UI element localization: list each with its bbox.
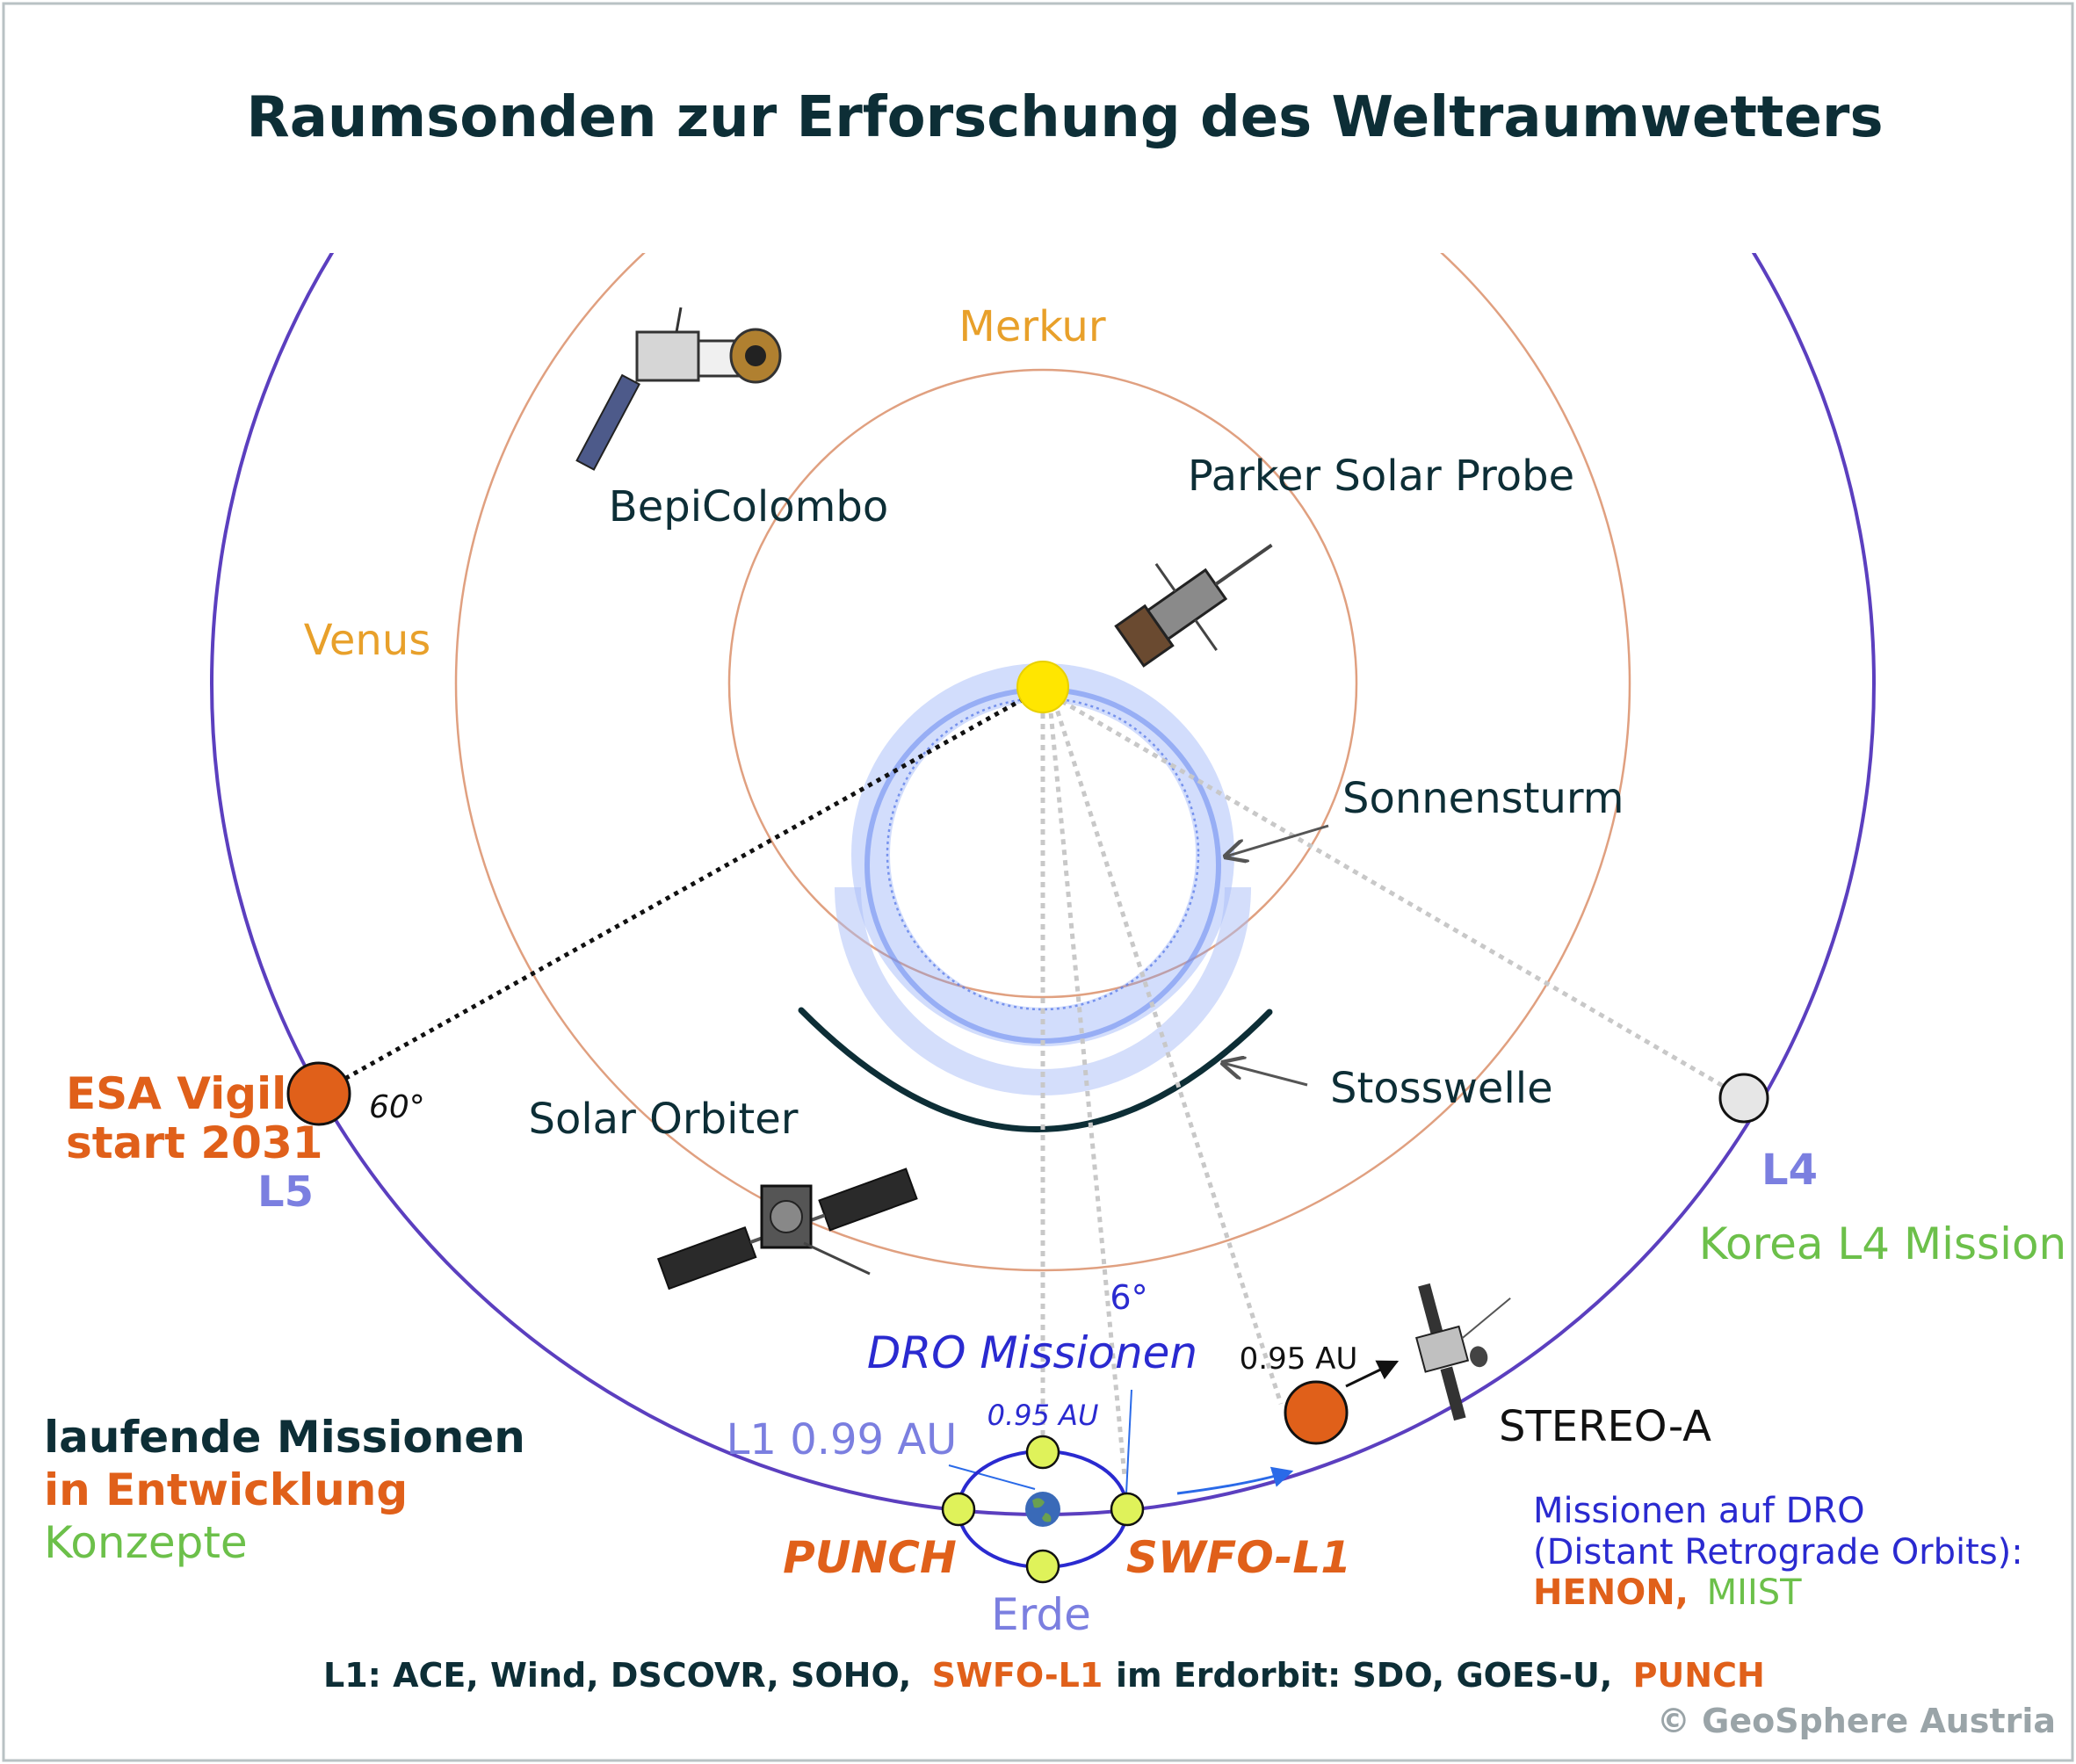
- parker-spacecraft: [1114, 543, 1273, 668]
- dro-distance-label: 0.95 AU: [987, 1399, 1099, 1432]
- henon-label: HENON,: [1533, 1572, 1689, 1613]
- dro-info-missions: HENON, MIIST: [1533, 1572, 1802, 1613]
- shock-wave: [798, 1007, 1273, 1132]
- sun-l5-line: [316, 691, 1034, 1096]
- legend-concepts: Konzepte: [44, 1517, 248, 1568]
- sun: [1016, 661, 1069, 713]
- dro-pointer: [1125, 1389, 1132, 1494]
- stereo-distance-label: 0.95 AU: [1240, 1341, 1358, 1377]
- page-title: Raumsonden zur Erforschung des Weltraumw…: [246, 85, 1883, 150]
- orbit-direction-arrow: [1176, 1466, 1294, 1495]
- stereo-a-arrow: [1345, 1360, 1400, 1388]
- dro-satellite-top: [1025, 1435, 1060, 1470]
- bepicolombo-spacecraft: [575, 307, 782, 471]
- earth-angle-label: 6°: [1110, 1278, 1147, 1317]
- l4-marker: [1718, 1073, 1769, 1124]
- sun-l4-line: [1051, 693, 1746, 1101]
- miist-label: MIIST: [1707, 1572, 1802, 1613]
- punch-satellite: [941, 1492, 976, 1527]
- earth-label: Erde: [991, 1589, 1091, 1640]
- dro-info-line2: (Distant Retrograde Orbits):: [1533, 1532, 2023, 1572]
- footer-l1-line: L1: ACE, Wind, DSCOVR, SOHO, SWFO-L1: [323, 1656, 1103, 1695]
- stereo-a-marker: [1284, 1380, 1349, 1445]
- l5-label: L5: [257, 1168, 314, 1217]
- l4-label: L4: [1761, 1146, 1818, 1195]
- parker-label: Parker Solar Probe: [1188, 452, 1574, 501]
- punch-label: PUNCH: [783, 1532, 957, 1583]
- solar-orbiter-spacecraft: [656, 1168, 918, 1290]
- shock-wave-label: Stosswelle: [1330, 1064, 1553, 1113]
- solar-storm-arrow: [1226, 824, 1329, 857]
- footer-orbit-list: im Erdorbit: SDO, GOES-U,: [1116, 1656, 1612, 1695]
- copyright: © GeoSphere Austria: [1657, 1702, 2056, 1740]
- legend-running: laufende Missionen: [44, 1412, 525, 1463]
- venus-label: Venus: [304, 616, 431, 665]
- swfo-satellite: [1110, 1492, 1145, 1527]
- solar-storm-label: Sonnensturm: [1342, 774, 1624, 823]
- mercury-orbit: [727, 368, 1358, 999]
- dro-satellite-bottom: [1025, 1549, 1060, 1584]
- footer-l1-list: L1: ACE, Wind, DSCOVR, SOHO,: [323, 1656, 911, 1695]
- shock-wave-arrow: [1223, 1063, 1308, 1087]
- venus-orbit: [454, 253, 1631, 1272]
- mercury-label: Merkur: [958, 302, 1105, 351]
- dro-info-line1: Missionen auf DRO: [1533, 1491, 1865, 1531]
- esa-vigil-label: ESA Vigil: [66, 1068, 286, 1119]
- footer-l1-dev: SWFO-L1: [932, 1656, 1103, 1695]
- l5-angle-label: 60°: [369, 1089, 425, 1125]
- l1-pointer: [948, 1464, 1036, 1490]
- l1-label: L1 0.99 AU: [727, 1415, 958, 1464]
- korea-l4-label: Korea L4 Mission: [1699, 1218, 2067, 1269]
- dro-title: DRO Missionen: [867, 1327, 1197, 1378]
- footer-orbit-line: im Erdorbit: SDO, GOES-U, PUNCH: [1116, 1656, 1765, 1695]
- legend-development: in Entwicklung: [44, 1464, 408, 1515]
- swfo-label: SWFO-L1: [1126, 1532, 1351, 1583]
- stereo-a-spacecraft: [1415, 1283, 1511, 1421]
- vigil-start-label: start 2031: [66, 1117, 323, 1168]
- bepicolombo-label: BepiColombo: [609, 482, 888, 531]
- sun-stereo-line: [1052, 700, 1284, 1405]
- footer-orbit-dev: PUNCH: [1633, 1656, 1765, 1695]
- l5-vigil-marker: [286, 1061, 351, 1126]
- stereo-a-label: STEREO-A: [1499, 1402, 1711, 1451]
- earth-globe: [1025, 1492, 1060, 1527]
- sun-earth-line-2: [1047, 702, 1127, 1477]
- solar-orbiter-label: Solar Orbiter: [529, 1095, 799, 1144]
